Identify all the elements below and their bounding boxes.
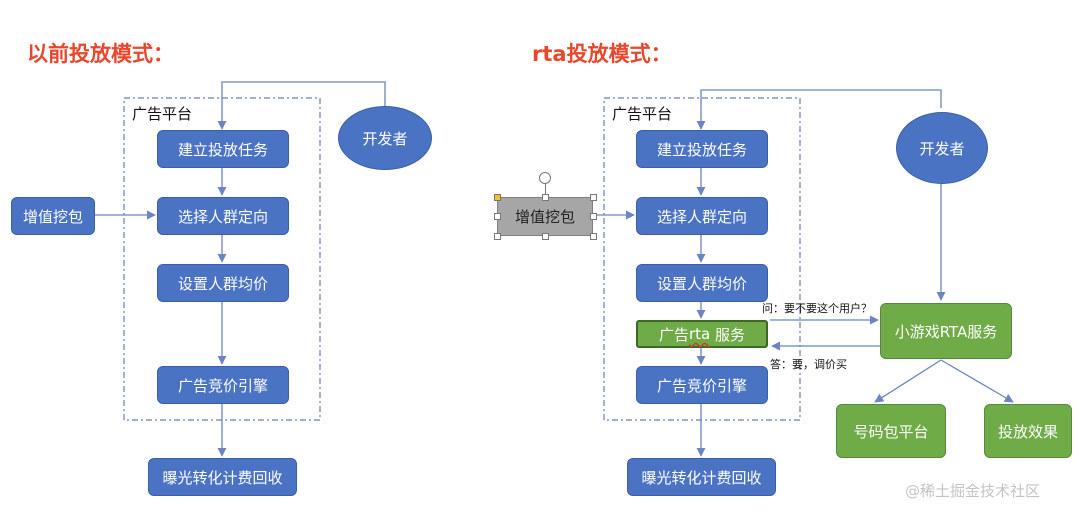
resize-handle-right[interactable] xyxy=(590,213,597,220)
resize-handle-bottom-left[interactable] xyxy=(494,233,501,240)
right-step-set-price: 设置人群均价 xyxy=(636,264,768,302)
right-step-bid-engine: 广告竞价引擎 xyxy=(636,366,768,404)
left-addon-node: 增值挖包 xyxy=(11,197,95,235)
number-pack-platform-node: 号码包平台 xyxy=(836,404,946,458)
rta-suffix: 服务 xyxy=(710,325,746,344)
rotate-handle-stem xyxy=(545,183,546,197)
right-addon-node-selected[interactable]: 增值挖包 xyxy=(497,197,593,236)
question-label: 问：要不要这个用户？ xyxy=(762,302,872,315)
watermark: @稀土掘金技术社区 xyxy=(905,482,1041,500)
resize-handle-top-left[interactable] xyxy=(494,194,501,201)
resize-handle-top-right[interactable] xyxy=(590,194,597,201)
left-output-node: 曝光转化计费回收 xyxy=(148,458,297,496)
right-output-node: 曝光转化计费回收 xyxy=(627,458,776,496)
rta-prefix: 广告 xyxy=(658,325,689,344)
left-platform-label: 广告平台 xyxy=(132,105,193,123)
rta-to-number-pack-arrow xyxy=(874,359,942,403)
left-step-create-task: 建立投放任务 xyxy=(157,130,289,168)
left-step-set-price: 设置人群均价 xyxy=(157,264,289,302)
resize-handle-bottom-right[interactable] xyxy=(590,233,597,240)
left-developer-node: 开发者 xyxy=(338,106,432,170)
left-step-select-audience: 选择人群定向 xyxy=(157,197,289,235)
right-step-create-task: 建立投放任务 xyxy=(636,130,768,168)
rta-word: rta xyxy=(688,325,711,343)
resize-handle-bottom[interactable] xyxy=(542,233,549,240)
left-step-bid-engine: 广告竞价引擎 xyxy=(157,366,289,404)
right-platform-boundary xyxy=(603,97,801,421)
left-developer-to-task-arrow xyxy=(217,81,386,130)
right-developer-node: 开发者 xyxy=(896,112,988,184)
rotate-handle[interactable] xyxy=(539,172,551,184)
right-title: rta投放模式： xyxy=(532,42,672,66)
answer-label: 答：要，调价买 xyxy=(770,358,847,371)
delivery-effect-node: 投放效果 xyxy=(984,404,1072,458)
resize-handle-top[interactable] xyxy=(542,194,549,201)
left-title: 以前投放模式： xyxy=(27,42,174,66)
rta-to-effect-arrow xyxy=(940,359,1014,403)
right-developer-to-task-arrow xyxy=(696,89,942,130)
right-platform-label: 广告平台 xyxy=(612,105,673,123)
resize-handle-left[interactable] xyxy=(494,213,501,220)
right-step-select-audience: 选择人群定向 xyxy=(636,197,768,235)
mini-game-rta-service-node: 小游戏RTA服务 xyxy=(880,303,1012,359)
